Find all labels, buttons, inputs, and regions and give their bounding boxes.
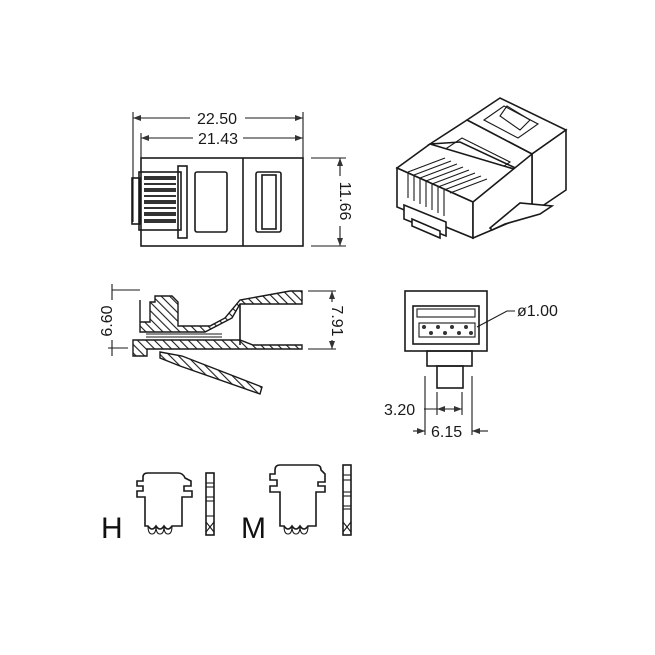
width-label: 11.66: [336, 182, 353, 221]
dimension-width: 11.66: [311, 157, 353, 247]
dimension-overall-height: 7.91: [308, 290, 345, 350]
variant-m-label: M: [241, 512, 266, 545]
variant-h: H: [101, 472, 215, 545]
dimension-latch-width: 3.20: [384, 392, 463, 419]
variant-m: M: [241, 464, 352, 545]
overall-height-label: 7.91: [328, 305, 345, 336]
variant-h-label: H: [101, 512, 123, 545]
contact-holes: [418, 322, 476, 338]
dimension-body-length: 21.43: [140, 131, 303, 158]
top-view: 22.50 21.43: [131, 111, 353, 247]
isometric-view: [395, 97, 568, 240]
dimension-base-width: 6.15: [413, 376, 488, 441]
front-view: ø1.00 3.20 6.15: [384, 290, 558, 441]
contact-pins: [144, 176, 176, 223]
dimension-contact-diameter: ø1.00: [476, 303, 558, 328]
side-section-view: 6.60 7.91: [99, 284, 345, 395]
dimension-overall-length: 22.50: [132, 111, 304, 222]
overall-length-label: 22.50: [197, 111, 237, 128]
dimension-contact-height: 6.60: [99, 284, 140, 356]
base-width-label: 6.15: [431, 424, 462, 441]
contact-height-label: 6.60: [99, 305, 116, 336]
latch-width-label: 3.20: [384, 402, 415, 419]
iso-contacts: [407, 157, 488, 216]
contact-diameter-label: ø1.00: [517, 303, 558, 320]
body-length-label: 21.43: [198, 131, 238, 148]
